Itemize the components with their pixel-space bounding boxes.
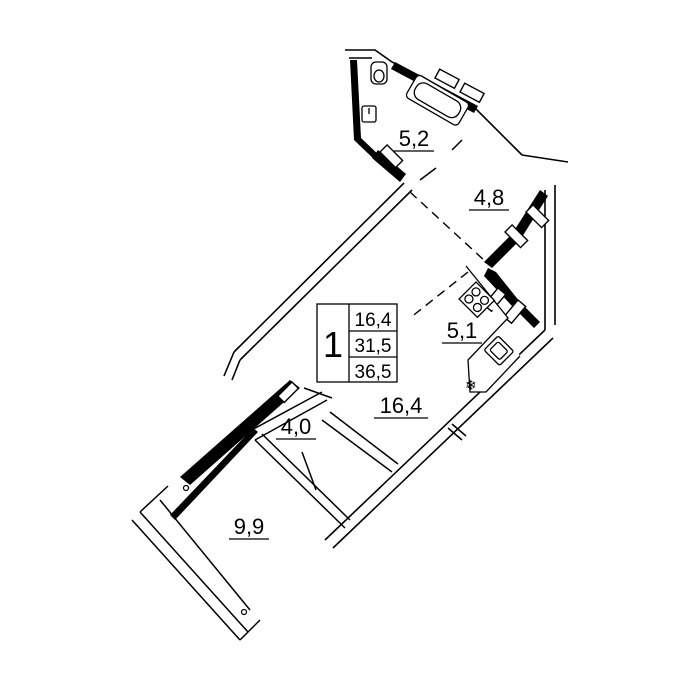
zone-boundaries: [409, 191, 487, 319]
kitchen-fixtures: [458, 265, 521, 393]
stove-icon: [458, 281, 496, 319]
thick-walls: [170, 60, 548, 520]
fridge-icon: ❄: [465, 377, 477, 393]
balcony-area: 9,9: [234, 514, 265, 539]
living-area-value: 16,4: [355, 310, 392, 331]
balcony-details: [182, 484, 248, 616]
bathroom-area: 5,2: [399, 126, 430, 151]
living-room-area: 16,4: [380, 393, 423, 418]
partitions: [131, 139, 467, 641]
rooms-count: 1: [323, 324, 343, 365]
kitchen-sink-icon: [484, 336, 514, 366]
hallway-area: 4,8: [474, 185, 505, 210]
total-area-value: 31,5: [355, 336, 392, 357]
bathtub-icon: [405, 74, 470, 126]
room-labels: 5,2 4,8 5,1 16,4 4,0 9,9: [229, 126, 509, 540]
wardrobe-area: 4,0: [281, 414, 312, 439]
total-with-balcony-value: 36,5: [355, 362, 392, 383]
bathroom-fixtures: [361, 61, 470, 126]
kitchen-area: 5,1: [447, 318, 478, 343]
area-summary-box: 1 16,4 31,5 36,5: [316, 303, 398, 383]
